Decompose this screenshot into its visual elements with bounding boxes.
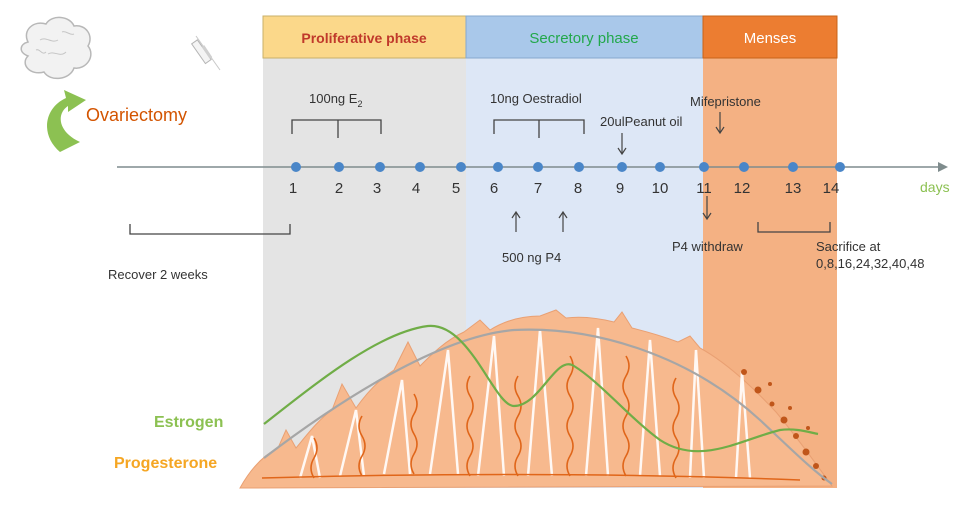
oestradiol-label: 10ng Oestradiol [490,91,582,106]
day-label-5: 5 [452,180,460,197]
day-dot-6 [493,162,503,172]
menses-box [702,15,838,59]
estrogen-legend-label: Estrogen [154,414,223,431]
shedding-debris [741,369,827,481]
day-label-11: 11 [696,180,712,197]
day-dot-5 [456,162,466,172]
day-label-14: 14 [823,180,840,197]
basal-vessel [261,473,801,481]
day-dot-4 [415,162,425,172]
progesterone-curve [263,328,833,485]
sacrifice-label-line1: Sacrifice at [816,239,881,254]
day-dot-9 [617,162,627,172]
day-label-2: 2 [335,180,343,197]
peanut-oil-arrowhead-icon [617,147,627,156]
day-dot-13 [788,162,798,172]
p4-arrowhead-2-icon [558,210,568,219]
curved-arrow-icon [47,90,86,152]
timeline-arrowhead-icon [938,162,948,172]
e2-bracket [291,119,382,138]
day-dot-10 [655,162,665,172]
menses-label: Menses [744,30,797,47]
ovariectomy-label: Ovariectomy [86,105,187,125]
day-dot-7 [533,162,543,172]
day-dot-12 [739,162,749,172]
day-label-12: 12 [734,180,751,197]
day-label-9: 9 [616,180,624,197]
e2-dose-label: 100ng E2 [309,91,362,109]
day-label-1: 1 [289,180,297,197]
day-dot-14 [835,162,845,172]
recover-label: Recover 2 weeks [108,267,208,282]
day-dot-8 [574,162,584,172]
day-dot-11 [699,162,709,172]
peanut-oil-label: 20ulPeanut oil [600,114,683,129]
proliferative-phase-label: Proliferative phase [301,30,426,46]
mifepristone-label: Mifepristone [690,94,761,109]
recover-bracket [129,224,291,235]
secretory-phase-label: Secretory phase [529,30,638,47]
day-label-8: 8 [574,180,582,197]
day-dot-2 [334,162,344,172]
sacrifice-label-line2: 0,8,16,24,32,40,48 [816,256,924,271]
day-label-4: 4 [412,180,420,197]
p4-withdraw-label: P4 withdraw [672,239,743,254]
p4-dose-label: 500 ng P4 [502,250,561,265]
day-label-6: 6 [490,180,498,197]
oestradiol-bracket [493,119,585,138]
mifepristone-arrowhead-icon [715,126,725,135]
progesterone-legend-label: Progesterone [114,455,217,472]
estrogen-curve [263,324,819,453]
ovary-icon [20,16,92,80]
endometrium-tissue [239,309,833,489]
day-dot-3 [375,162,385,172]
day-label-10: 10 [652,180,669,197]
secretory-phase-box [465,15,704,59]
spiral-arteries [310,355,680,479]
syringe-icon [190,35,221,71]
day-dot-1 [291,162,301,172]
p4-withdraw-arrowhead-icon [702,212,712,221]
day-label-7: 7 [534,180,542,197]
sacrifice-bracket [757,222,831,233]
day-label-13: 13 [785,180,802,197]
axis-label-days: days [920,179,950,195]
p4-arrowhead-1-icon [511,210,521,219]
day-label-3: 3 [373,180,381,197]
